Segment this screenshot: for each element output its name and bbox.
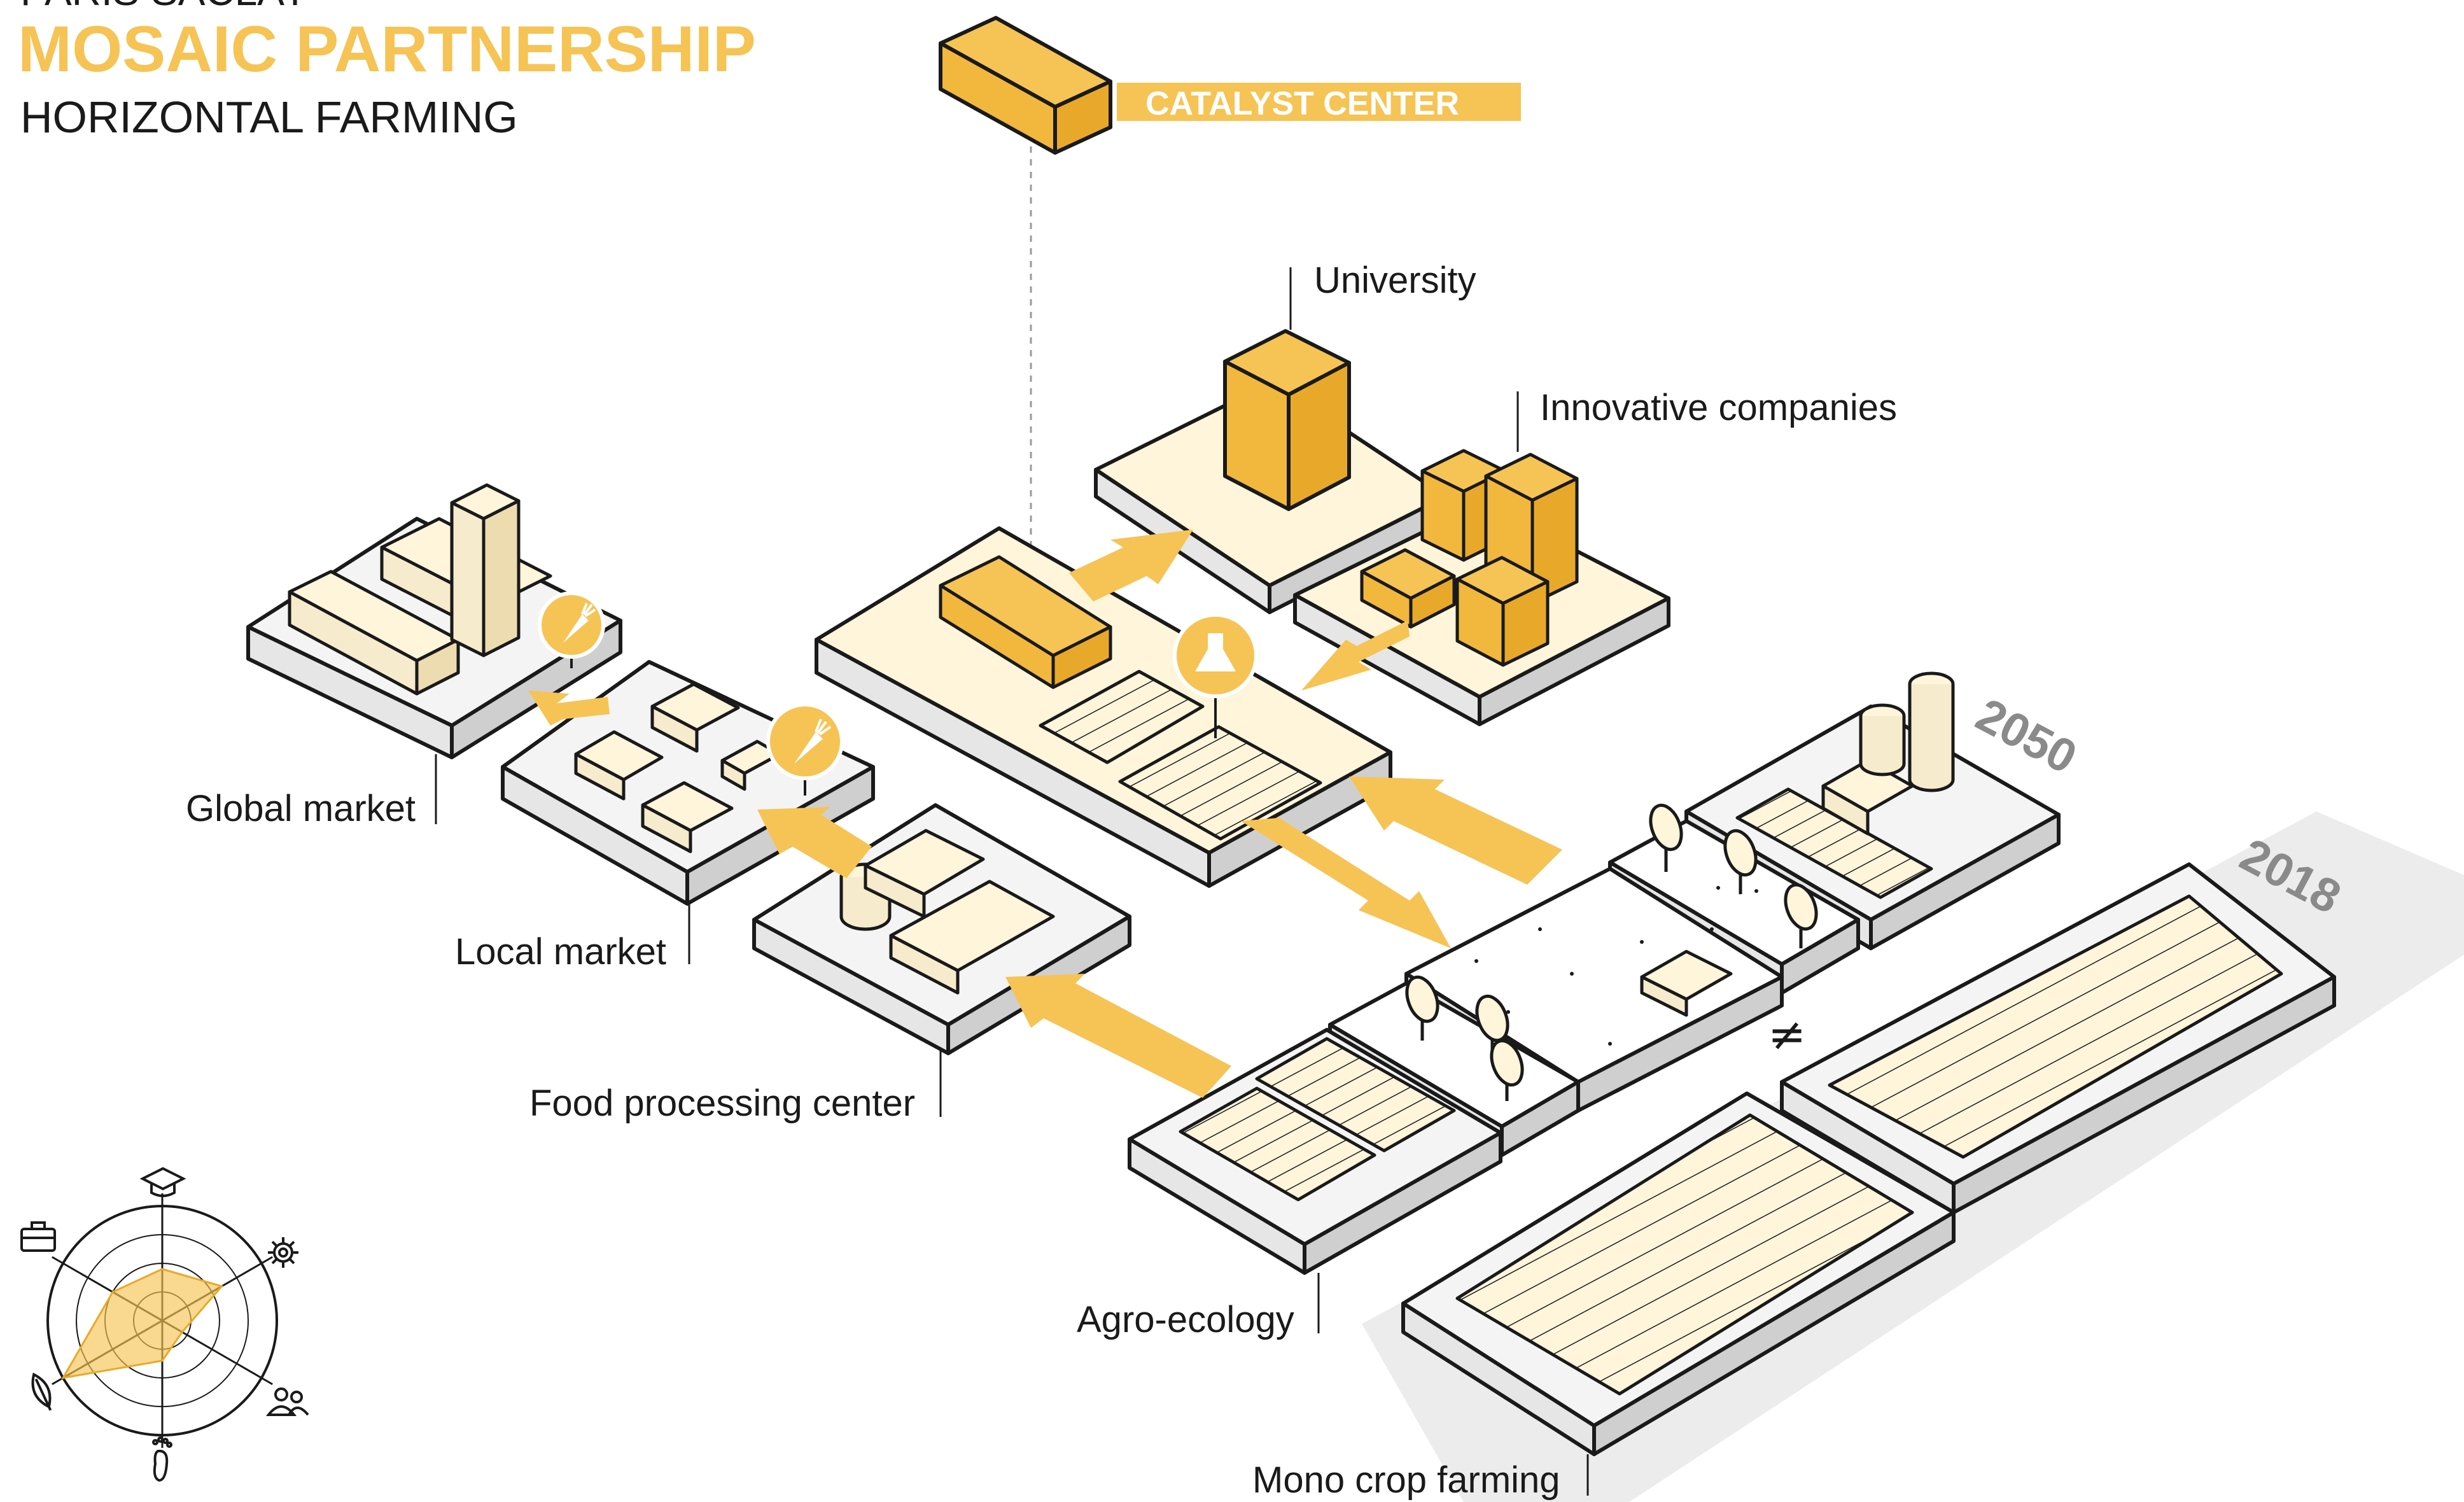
catalyst-center: CATALYST CENTER bbox=[939, 16, 1521, 611]
arrow-fields-to-processing bbox=[1005, 974, 1231, 1098]
year-2050: 2050 bbox=[1968, 688, 2085, 784]
header: PARIS SACLAY MOSAIC PARTNERSHIP HORIZONT… bbox=[18, 0, 756, 142]
food-processing-block bbox=[752, 803, 1131, 1055]
not-equal-sign: ≠ bbox=[1768, 1007, 1806, 1061]
label-mono-crop-farming: Mono crop farming bbox=[1252, 1459, 1560, 1501]
agro-ecology-block bbox=[1128, 1028, 1502, 1275]
arrow-catalyst-to-fields bbox=[1241, 818, 1451, 948]
page-title: MOSAIC PARTNERSHIP bbox=[18, 13, 756, 85]
briefcase-icon bbox=[20, 1221, 56, 1252]
local-market-block bbox=[501, 660, 875, 906]
flask-icon bbox=[1195, 633, 1236, 671]
label-global-market: Global market bbox=[186, 788, 416, 829]
catalyst-center-label: CATALYST CENTER bbox=[1145, 85, 1459, 122]
arrow-to-local-market bbox=[757, 807, 872, 878]
label-local-market: Local market bbox=[455, 931, 666, 972]
footprint-icon bbox=[152, 1436, 172, 1482]
catalyst-platform bbox=[815, 526, 1392, 888]
lab-badge bbox=[1173, 613, 1258, 738]
mono-crop-block bbox=[1401, 862, 2336, 1456]
arrow-fields-to-catalyst bbox=[1349, 776, 1562, 885]
graduation-cap-icon bbox=[139, 1167, 186, 1197]
label-agro-ecology: Agro-ecology bbox=[1077, 1299, 1294, 1340]
gear-icon bbox=[268, 1237, 298, 1268]
carrot-icon bbox=[794, 719, 832, 764]
leaf-icon bbox=[31, 1372, 52, 1411]
innovative-companies-block bbox=[1293, 449, 1670, 726]
label-food-processing-center: Food processing center bbox=[529, 1083, 915, 1124]
carrot-icon bbox=[563, 603, 596, 643]
carrot-badge-global bbox=[538, 591, 605, 668]
flow-arrows bbox=[528, 530, 1562, 1098]
radar-shape bbox=[61, 1268, 224, 1380]
arrow-catalyst-to-university bbox=[1069, 530, 1193, 601]
global-market-block bbox=[246, 483, 622, 759]
catalyst-label-tag bbox=[1117, 83, 1521, 121]
header-kicker: PARIS SACLAY bbox=[20, 0, 309, 14]
arrow-companies-to-catalyst bbox=[1301, 621, 1410, 691]
label-university: University bbox=[1314, 260, 1476, 301]
arrow-to-global-market bbox=[528, 691, 610, 726]
trees bbox=[1405, 803, 1818, 1101]
carrot-badge-local bbox=[766, 703, 844, 796]
people-icon bbox=[265, 1387, 309, 1416]
page-subtitle: HORIZONTAL FARMING bbox=[20, 92, 518, 142]
label-innovative-companies: Innovative companies bbox=[1540, 387, 1897, 428]
radar-chart bbox=[20, 1167, 309, 1482]
